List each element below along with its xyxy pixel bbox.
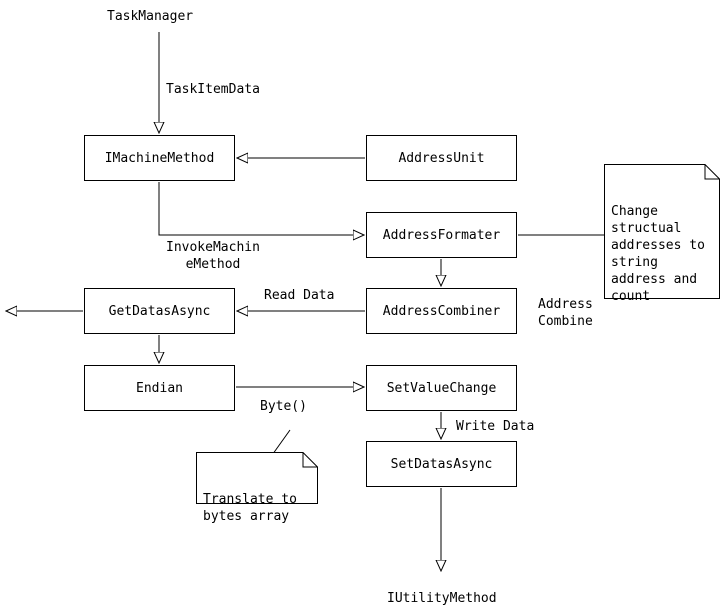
node-label: AddressUnit [398,150,485,166]
note-text: Change structual addresses to string add… [611,204,705,304]
node-label: Endian [136,380,183,396]
node-label: IMachineMethod [104,150,215,166]
node-getdatasasync[interactable]: GetDatasAsync [84,288,235,334]
node-addresscombiner[interactable]: AddressCombiner [366,288,517,334]
node-setvaluechange[interactable]: SetValueChange [366,365,517,411]
node-label: AddressFormater [382,227,501,243]
node-label: GetDatasAsync [108,303,211,319]
node-addressformater[interactable]: AddressFormater [366,212,517,258]
edge-label-taskitemdata: TaskItemData [166,82,260,97]
edge-label-readdata: Read Data [264,288,335,303]
note-translate-bytes[interactable]: Translate to bytes array [196,452,318,524]
node-addressunit[interactable]: AddressUnit [366,135,517,181]
node-label: SetValueChange [386,380,497,396]
node-endian[interactable]: Endian [84,365,235,411]
edge-imachinemethod-to-addressformater [158,182,364,235]
node-label: AddressCombiner [382,303,501,319]
note-text: Translate to bytes array [203,492,297,524]
edge-label-byte: Byte() [260,399,307,414]
edge-label-addresscombine: Address Combine [538,297,593,329]
edge-label-writedata: Write Data [456,419,535,434]
note-change-address[interactable]: Change structual addresses to string add… [604,164,720,304]
endpoint-label-taskmanager: TaskManager [107,9,194,24]
edge-label-invokemachinemethod: InvokeMachin eMethod [166,240,260,272]
endpoint-label-iutilitymethod: IUtilityMethod [387,591,497,606]
node-imachinemethod[interactable]: IMachineMethod [84,135,235,181]
node-setdatasasync[interactable]: SetDatasAsync [366,441,517,487]
node-label: SetDatasAsync [390,456,493,472]
